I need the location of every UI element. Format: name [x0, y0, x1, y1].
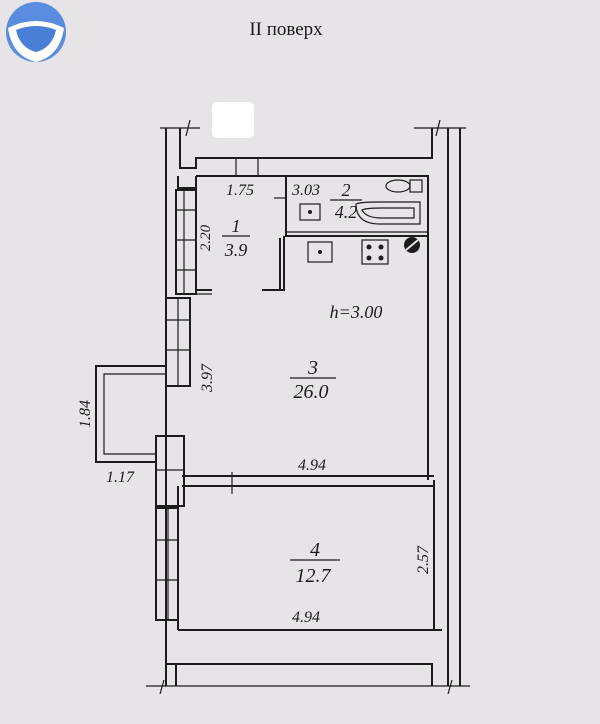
- dim-room3-width: 4.94: [298, 457, 326, 474]
- dim-bath-width: 3.03: [291, 182, 320, 199]
- dim-room4-width: 4.94: [292, 609, 320, 626]
- dim-room4-length: 2.57: [415, 545, 432, 574]
- stove-icon: [361, 239, 389, 265]
- washbasin: [299, 203, 321, 221]
- bathtub: [355, 201, 421, 225]
- dim-corridor-length: 2.20: [198, 224, 214, 251]
- kitchen-sink: [307, 241, 333, 263]
- room-1-area: 3.9: [224, 240, 248, 260]
- room-4-area: 12.7: [296, 565, 332, 587]
- balcony: [95, 365, 166, 463]
- dim-balcony-length: 1.84: [77, 400, 94, 428]
- outer-walls: [146, 119, 470, 695]
- room-1-number: 1: [232, 216, 241, 236]
- dim-room3-length: 3.97: [199, 363, 216, 393]
- room-2-number: 2: [342, 180, 351, 200]
- redaction-block: [212, 102, 254, 138]
- room-3-number: 3: [307, 357, 318, 379]
- toilet: [385, 179, 423, 193]
- dim-corridor-width: 1.75: [226, 182, 254, 199]
- left-wall-windows: [155, 176, 197, 621]
- boiler-icon: [404, 237, 420, 253]
- room-3-area: 26.0: [294, 381, 329, 403]
- page-title: II поверх: [249, 19, 323, 40]
- ceiling-height: h=3.00: [330, 302, 383, 322]
- logo-icon: [6, 2, 66, 62]
- room-4-number: 4: [310, 539, 320, 561]
- interior-partitions: [177, 176, 434, 630]
- dim-balcony-width: 1.17: [106, 469, 135, 486]
- room-2-area: 4.2: [335, 202, 358, 222]
